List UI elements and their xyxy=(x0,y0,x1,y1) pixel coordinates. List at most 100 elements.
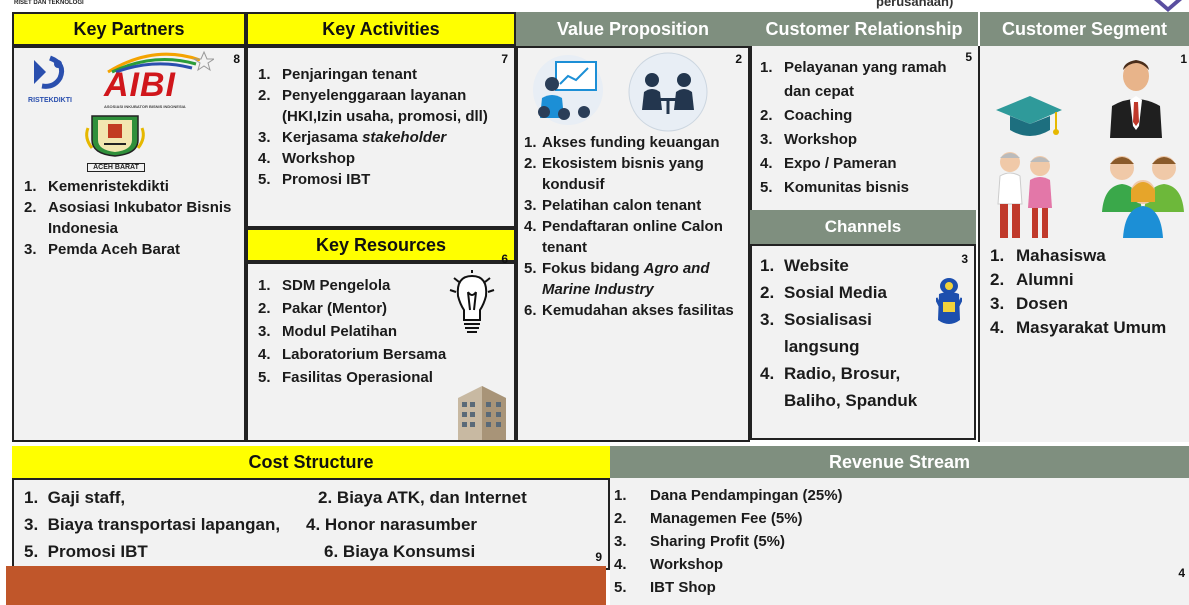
list-item: 2.Coaching xyxy=(760,107,853,124)
value-proposition-cell: 2 1.Akses funding keuangan 2.Ekosistem b… xyxy=(516,46,750,442)
list-item: 2.Sosial Media xyxy=(760,283,887,302)
list-item: 1.Website xyxy=(760,256,849,275)
list-item: 1.Kemenristekdikti xyxy=(24,178,169,195)
customer-segment-list: 1.Mahasiswa 2.Alumni 3.Dosen 4.Masyaraka… xyxy=(990,244,1180,340)
top-logo-text: RISET DAN TEKNOLOGI xyxy=(14,0,84,6)
list-item: 3.Pelatihan calon tenant xyxy=(524,197,702,214)
key-activities-header: Key Activities xyxy=(246,12,516,46)
ristekdikti-logo: RISTEKDIKTI xyxy=(20,54,80,106)
list-item: 4.Workshop xyxy=(258,150,356,167)
key-partners-header: Key Partners xyxy=(12,12,246,46)
list-item: 2.Managemen Fee (5%) xyxy=(614,510,803,527)
key-partners-cell: 8 RISTEKDIKTI AIBI ASOSIASI INKUBATOR BI… xyxy=(12,46,246,442)
list-item: 5.Fasilitas Operasional xyxy=(258,369,433,386)
list-item: 1.Pelayanan yang ramah dan cepat xyxy=(760,59,947,100)
key-resources-list: 1.SDM Pengelola 2.Pakar (Mentor) 3.Modul… xyxy=(258,274,488,389)
list-item: 5.Komunitas bisnis xyxy=(760,179,910,196)
customer-relationship-header: Customer Relationship xyxy=(750,12,978,46)
list-item: 5.Promosi IBT xyxy=(258,171,371,188)
mascot-icon xyxy=(936,278,962,324)
elderly-couple-icon xyxy=(997,152,1052,238)
list-item: 4.Masyarakat Umum xyxy=(990,318,1167,337)
list-item: 1.Mahasiswa xyxy=(990,246,1106,265)
list-item: 1.Akses funding keuangan xyxy=(524,134,720,151)
list-item: 4.Expo / Pameran xyxy=(760,155,897,172)
aibi-logo: AIBI ASOSIASI INKUBATOR BISNIS INDONESIA xyxy=(84,50,234,110)
list-item: 4.Pendaftaran online Calon tenant xyxy=(524,218,723,256)
key-activities-number: 7 xyxy=(501,52,508,66)
list-item: 3.Sharing Profit (5%) xyxy=(614,533,786,550)
ristekdikti-emblem-icon xyxy=(34,55,65,89)
revenue-stream-list: 1.Dana Pendampingan (25%) 2.Managemen Fe… xyxy=(614,484,1014,599)
key-activities-list: 1.Penjaringan tenant 2.Penyelenggaraan l… xyxy=(258,64,498,190)
list-item: 5.Fokus bidang Agro and Marine Industry xyxy=(524,260,710,298)
key-resources-header: Key Resources xyxy=(246,228,516,262)
list-item: 4.Laboratorium Bersama xyxy=(258,346,447,363)
list-item: 1.Penjaringan tenant xyxy=(258,66,418,83)
list-item: 2.Penyelenggaraan layanan (HKI,Izin usah… xyxy=(258,87,488,125)
revenue-stream-number: 4 xyxy=(1178,566,1185,580)
meeting-icon xyxy=(628,52,708,132)
customer-segment-cell: 1 1.Mahasiswa 2.Alumni 3.Dosen 4.Masyara… xyxy=(978,46,1189,442)
list-item: 2.Asosiasi Inkubator Bisnis Indonesia xyxy=(24,199,232,237)
top-strip: RISET DAN TEKNOLOGI perusahaan) xyxy=(0,0,1189,12)
customer-segment-number: 1 xyxy=(1180,52,1187,66)
cost-structure-cell: 9 1. Gaji staff, 2. Biaya ATK, dan Inter… xyxy=(12,478,610,570)
key-partners-list: 1.Kemenristekdikti 2.Asosiasi Inkubator … xyxy=(24,176,238,260)
list-item: 3.Kerjasama stakeholder xyxy=(258,129,447,146)
revenue-stream-cell: 4 1.Dana Pendampingan (25%) 2.Managemen … xyxy=(610,478,1189,605)
list-item: 4.Workshop xyxy=(614,556,724,573)
presenter-icon xyxy=(533,55,603,125)
revenue-stream-header: Revenue Stream xyxy=(610,446,1189,478)
channels-cell: 3 1.Website 2.Sosial Media 3.Sosialisasi… xyxy=(750,244,976,440)
list-item: 3.Modul Pelatihan xyxy=(258,323,398,340)
list-item: 3.Dosen xyxy=(990,294,1068,313)
list-item: 1.Dana Pendampingan (25%) xyxy=(614,487,843,504)
list-item: 1.SDM Pengelola xyxy=(258,277,391,294)
aceh-barat-logo-text: ACEH BARAT xyxy=(87,163,145,172)
user-group-icon xyxy=(1102,156,1184,238)
aibi-logo-subtext: ASOSIASI INKUBATOR BISNIS INDONESIA xyxy=(104,104,186,109)
aibi-arc-star-icon xyxy=(107,50,214,74)
value-proposition-number: 2 xyxy=(735,52,742,66)
cost-structure-number: 9 xyxy=(595,550,602,564)
cost-item-4: 4. Honor narasumber xyxy=(306,515,478,534)
key-resources-cell: 6 1.SDM Pengelola 2.Pakar (Mentor) 3.Mod… xyxy=(246,252,516,442)
list-item: 2.Alumni xyxy=(990,270,1074,289)
key-partners-number: 8 xyxy=(233,52,240,66)
channels-header: Channels xyxy=(750,210,976,244)
key-activities-cell: 7 1.Penjaringan tenant 2.Penyelenggaraan… xyxy=(246,46,516,228)
customer-segment-header: Customer Segment xyxy=(980,12,1189,46)
customer-relationship-number: 5 xyxy=(965,50,972,64)
cost-item-2: 2. Biaya ATK, dan Internet xyxy=(318,488,527,507)
list-item: 3.Sosialisasi langsung xyxy=(760,310,872,356)
key-resources-number: 6 xyxy=(501,252,508,266)
list-item: 3.Pemda Aceh Barat xyxy=(24,241,180,258)
orange-bar xyxy=(6,566,606,605)
list-item: 4.Radio, Brosur, Baliho, Spanduk xyxy=(760,364,918,410)
cost-item-6: 6. Biaya Konsumsi xyxy=(324,542,476,561)
aceh-barat-logo: ACEH BARAT xyxy=(80,110,150,172)
lightbulb-icon xyxy=(449,270,495,333)
businessman-icon xyxy=(1110,60,1162,138)
cost-item-3: 3. Biaya transportasi lapangan, xyxy=(24,515,281,534)
channels-number: 3 xyxy=(961,252,968,266)
top-mid-text: perusahaan) xyxy=(876,0,954,9)
list-item: 2.Pakar (Mentor) xyxy=(258,300,388,317)
list-item: 6.Kemudahan akses fasilitas xyxy=(524,302,734,319)
graduation-cap-icon xyxy=(996,96,1062,136)
value-proposition-list: 1.Akses funding keuangan 2.Ekosistem bis… xyxy=(524,132,744,321)
cost-item-1: 1. Gaji staff, xyxy=(24,488,126,507)
aibi-logo-text: AIBI xyxy=(104,66,176,104)
aceh-barat-emblem-icon xyxy=(85,115,145,157)
customer-relationship-cell: 5 1.Pelayanan yang ramah dan cepat 2.Coa… xyxy=(750,46,978,210)
value-proposition-header: Value Proposition xyxy=(516,12,750,46)
cost-structure-header: Cost Structure xyxy=(12,446,610,478)
building-icon xyxy=(458,386,506,440)
ristekdikti-logo-text: RISTEKDIKTI xyxy=(28,97,72,104)
list-item: 5.IBT Shop xyxy=(614,579,716,596)
cost-item-5: 5. Promosi IBT xyxy=(24,542,148,561)
list-item: 3.Workshop xyxy=(760,131,858,148)
customer-relationship-list: 1.Pelayanan yang ramah dan cepat 2.Coach… xyxy=(760,56,960,200)
channels-list: 1.Website 2.Sosial Media 3.Sosialisasi l… xyxy=(760,252,946,414)
